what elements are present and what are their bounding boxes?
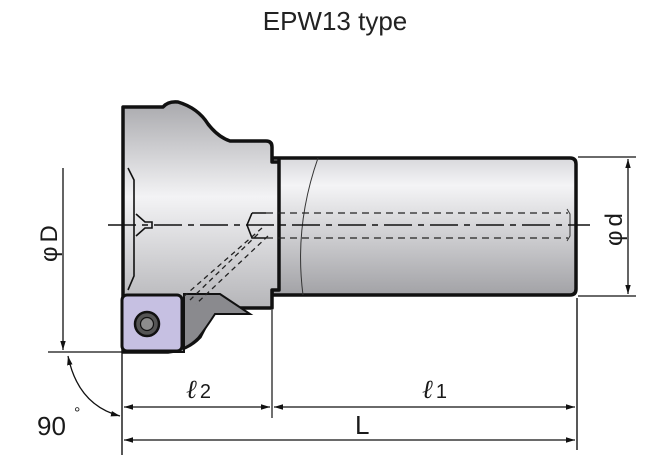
angle-degree: ° — [74, 405, 80, 422]
center-drill-left — [135, 213, 153, 237]
front-face-line — [127, 167, 135, 291]
angle-arc — [67, 355, 121, 417]
shank-bore — [266, 212, 568, 239]
shank — [270, 156, 578, 297]
coolant-channel — [181, 227, 269, 305]
dim-L-label: L — [355, 410, 369, 440]
dim-D-label: φD — [36, 225, 63, 262]
dim-d-label: φd — [601, 213, 628, 246]
coolant-bore — [246, 212, 266, 239]
shank-relief-curve — [300, 157, 319, 296]
diagram-title: EPW13 type — [262, 6, 408, 36]
screw-center — [139, 316, 155, 332]
angle-label: 90 — [37, 411, 66, 441]
